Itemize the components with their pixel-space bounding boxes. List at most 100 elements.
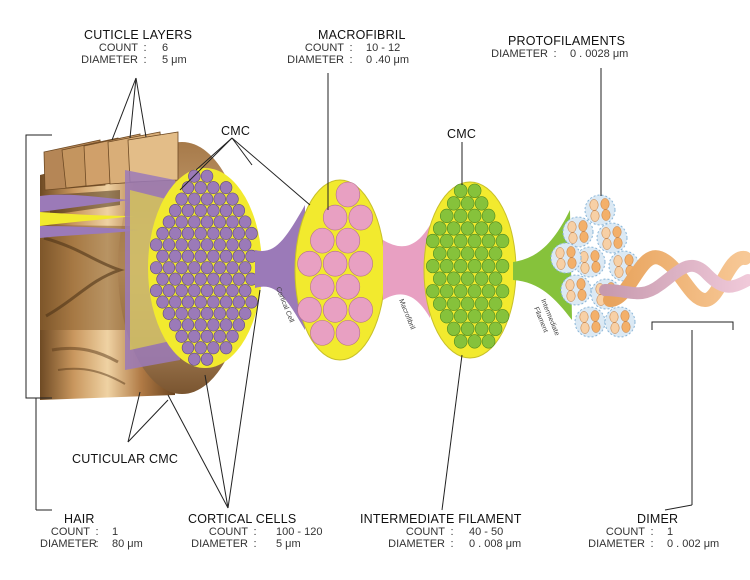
cortical-cell <box>188 284 201 298</box>
cortical-cell <box>194 295 207 309</box>
macrofibril-count-key: COUNT <box>304 42 344 54</box>
intermediate-filament-unit <box>481 334 496 349</box>
cortical-cell <box>188 306 201 320</box>
intermediate-filament-unit <box>474 246 489 261</box>
dimer-count-key: COUNT <box>605 526 645 538</box>
cortical-cell <box>232 226 246 240</box>
cortical-cell <box>200 215 214 229</box>
protofilament-unit <box>600 198 610 210</box>
intermediate-filament-unit <box>453 284 468 299</box>
macrofibril-unit <box>310 320 335 346</box>
protofilament-unit <box>580 322 590 334</box>
protofilament-unit <box>613 237 623 249</box>
intermediate-filament-diameter-key: DIAMETER <box>388 538 445 550</box>
cortical-cells-title: CORTICAL CELLS <box>188 512 297 526</box>
protofilament-ring <box>596 222 628 254</box>
cortical-cell <box>162 238 176 252</box>
intermediate-filament-label: INTERMEDIATE FILAMENT COUNT:40 - 50 DIAM… <box>360 512 522 550</box>
cortical-cell <box>156 226 169 240</box>
cortical-cell <box>188 238 201 252</box>
cortical-cells-cross-section <box>148 168 262 368</box>
macrofibril-unit <box>335 320 361 346</box>
cortical-cell <box>175 215 188 229</box>
intermediate-filament-unit <box>460 196 475 211</box>
protofilament-unit <box>579 231 589 243</box>
protofilaments-label: PROTOFILAMENTS DIAMETER:0 . 0028 μm <box>488 34 628 60</box>
protofilament-unit <box>590 210 600 222</box>
intermediate-filament-unit <box>467 284 482 299</box>
cortical-cell <box>188 261 201 275</box>
cortical-cell <box>188 352 201 366</box>
intermediate-filament-diameter-value: 0 . 008 μm <box>469 538 522 550</box>
protofilament-cluster <box>550 194 640 338</box>
cortical-cell <box>156 272 169 286</box>
dimer-coiled-coil <box>599 250 750 308</box>
cmc-left-label: CMC <box>221 124 251 138</box>
intermediate-filament-unit <box>467 258 482 274</box>
cortical-cell <box>169 249 182 263</box>
cortical-cell <box>213 306 226 320</box>
intermediate-filament-unit <box>433 296 447 311</box>
macrofibril-unit <box>348 204 373 231</box>
cortical-cell <box>156 249 169 263</box>
intermediate-filament-unit <box>446 221 461 236</box>
protofilament-ring <box>604 306 636 338</box>
macrofibril-unit <box>322 297 348 323</box>
cortical-cell <box>150 261 163 275</box>
cortical-cell <box>232 249 246 263</box>
cortical-cell <box>150 238 163 252</box>
protofilament-unit <box>590 310 600 322</box>
cortical-cell <box>175 306 188 320</box>
protofilament-ring <box>560 274 592 306</box>
protofilament-unit <box>567 221 577 233</box>
intermediate-filament-connector <box>513 210 572 320</box>
protofilaments-title: PROTOFILAMENTS <box>508 34 626 48</box>
cortical-cell <box>194 226 207 240</box>
intermediate-filament-unit <box>495 233 510 249</box>
macrofibril-unit <box>297 297 322 323</box>
cortical-cell <box>188 192 201 206</box>
protofilament-unit <box>590 250 600 262</box>
hair-diameter-value: 80 μm <box>112 538 143 550</box>
macrofibril-title: MACROFIBRIL <box>318 28 406 42</box>
protofilament-unit <box>624 254 634 266</box>
cortical-cell <box>226 192 239 206</box>
macrofibril-caption: Macrofibril <box>397 298 416 331</box>
cortical-cell <box>169 318 182 332</box>
cortical-cell <box>175 284 188 298</box>
cortical-cell <box>188 215 201 229</box>
cortical-cells-diameter-value: 5 μm <box>276 538 301 550</box>
macrofibril-diameter-key: DIAMETER <box>287 54 344 66</box>
dimer-title: DIMER <box>637 512 679 526</box>
protofilament-unit <box>565 279 575 291</box>
cortical-cell <box>232 272 246 286</box>
protofilament-unit <box>591 261 601 273</box>
cortical-cell <box>219 204 233 218</box>
macrofibril-unit <box>335 273 361 300</box>
intermediate-filament-unit <box>474 221 489 236</box>
intermediate-filament-unit <box>433 221 447 236</box>
cortical-cell <box>232 295 246 309</box>
intermediate-filament-unit <box>481 284 496 299</box>
cortical-cell <box>200 261 214 275</box>
hair-count-key: COUNT <box>50 526 90 538</box>
intermediate-filament-unit <box>439 233 454 249</box>
intermediate-filament-unit <box>481 258 496 274</box>
dimer-diameter-value: 0 . 002 μm <box>667 538 720 550</box>
protofilament-ring <box>574 306 606 338</box>
cortical-cell <box>219 318 233 332</box>
protofilament-unit <box>609 311 619 323</box>
intermediate-filament-unit <box>453 233 468 249</box>
protofilament-unit <box>568 232 578 244</box>
cortical-cell <box>219 181 233 195</box>
intermediate-filament-unit <box>439 309 454 324</box>
cuticle-count-value: 6 <box>162 42 169 54</box>
cortical-cell <box>169 226 182 240</box>
cortical-cell <box>232 204 246 218</box>
intermediate-filament-unit <box>488 296 503 311</box>
protofilament-unit <box>601 209 611 221</box>
cortical-cell <box>188 329 201 343</box>
cortical-cell <box>207 272 220 286</box>
macrofibril-unit <box>310 227 335 254</box>
cortical-cell <box>226 284 239 298</box>
